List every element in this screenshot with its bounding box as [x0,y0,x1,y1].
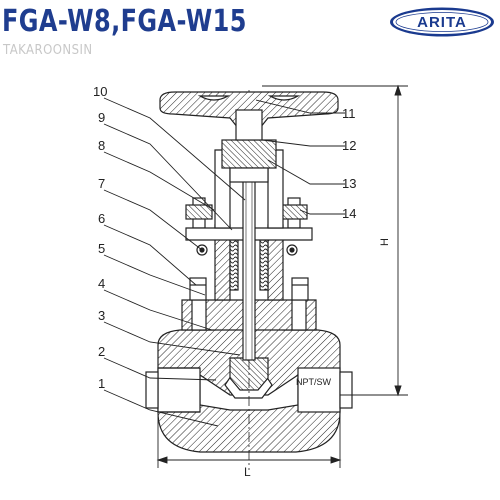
part-label-11: 11 [342,106,356,121]
page-subtitle: TAKAROONSIN [3,43,93,58]
part-label-10: 10 [93,84,107,99]
stem-and-yoke-nut [221,94,277,361]
part-label-5: 5 [98,241,105,256]
part-label-3: 3 [98,308,105,323]
part-label-9: 9 [98,110,105,125]
dimension-lines [156,84,408,468]
connection-label: NPT/SW [296,377,332,387]
dimension-length-label: L [244,465,251,479]
leader-lines [103,97,345,427]
part-label-4: 4 [98,276,105,291]
part-label-12: 12 [342,138,356,153]
part-label-7: 7 [98,176,105,191]
part-label-1: 1 [98,376,105,391]
part-label-14: 14 [342,206,356,221]
handwheel [159,91,339,141]
part-label-13: 13 [342,176,356,191]
part-number-labels: 10 9 8 7 6 5 4 3 2 1 11 12 13 14 [93,84,356,391]
logo-text: ARITA [417,14,467,31]
part-label-2: 2 [98,344,105,359]
page-title: FGA-W8,FGA-W15 [2,4,247,39]
dimension-height-label: H [379,238,391,246]
part-label-8: 8 [98,138,105,153]
part-label-6: 6 [98,211,105,226]
brand-logo: ARITA [390,7,494,37]
